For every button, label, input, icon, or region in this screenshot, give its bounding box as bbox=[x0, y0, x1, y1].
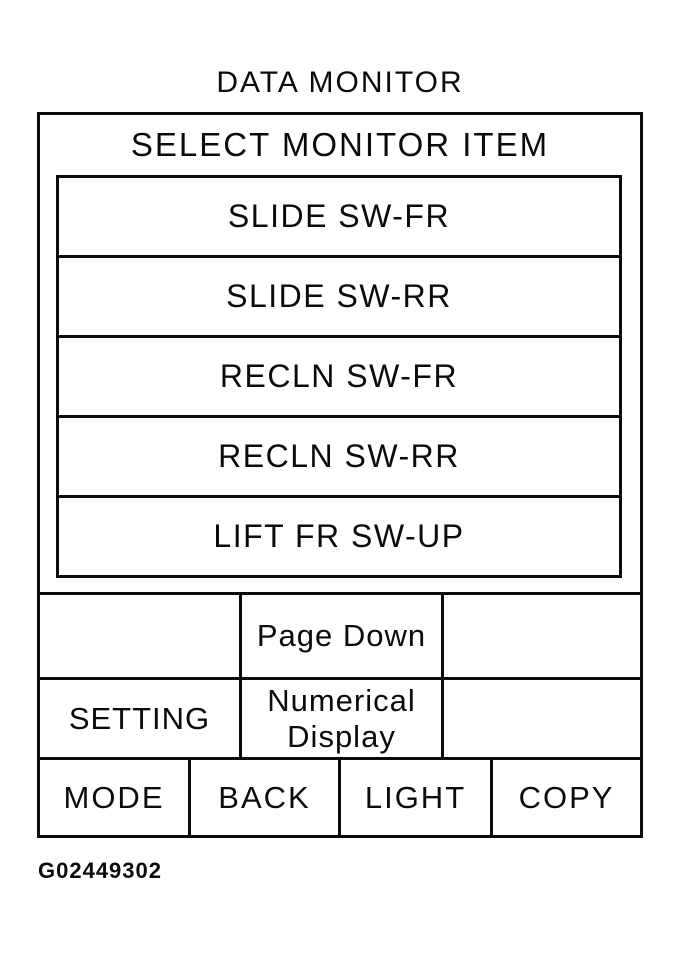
monitor-item-slide-sw-rr[interactable]: SLIDE SW-RR bbox=[59, 255, 619, 335]
mode-button[interactable]: MODE bbox=[63, 779, 165, 815]
hard-key-row: MODE BACK LIGHT COPY bbox=[40, 757, 640, 835]
nav-key-row: Page Down bbox=[40, 592, 640, 677]
monitor-item-list: SLIDE SW-FR SLIDE SW-RR RECLN SW-FR RECL… bbox=[56, 175, 622, 578]
monitor-item-lift-fr-sw-up[interactable]: LIFT FR SW-UP bbox=[59, 495, 619, 575]
nav-right-blank-cell bbox=[441, 595, 640, 677]
data-monitor-panel: SELECT MONITOR ITEM SLIDE SW-FR SLIDE SW… bbox=[37, 112, 643, 838]
figure-id: G02449302 bbox=[38, 858, 162, 883]
back-button[interactable]: BACK bbox=[188, 760, 338, 835]
monitor-item-recln-sw-fr[interactable]: RECLN SW-FR bbox=[59, 335, 619, 415]
fn-right-blank-cell bbox=[441, 680, 640, 757]
nav-left-blank-cell bbox=[40, 595, 239, 677]
page-down-button[interactable]: Page Down bbox=[239, 595, 441, 677]
monitor-item-slide-sw-fr[interactable]: SLIDE SW-FR bbox=[227, 198, 451, 234]
select-monitor-item-header: SELECT MONITOR ITEM bbox=[130, 126, 550, 163]
numerical-display-button[interactable]: Numerical Display bbox=[239, 680, 441, 757]
light-button[interactable]: LIGHT bbox=[338, 760, 490, 835]
monitor-item-recln-sw-rr[interactable]: RECLN SW-RR bbox=[59, 415, 619, 495]
screen-title: DATA MONITOR bbox=[216, 66, 464, 99]
setting-button[interactable]: SETTING bbox=[68, 700, 211, 736]
function-key-row: SETTING Numerical Display bbox=[40, 677, 640, 757]
copy-button[interactable]: COPY bbox=[490, 760, 640, 835]
